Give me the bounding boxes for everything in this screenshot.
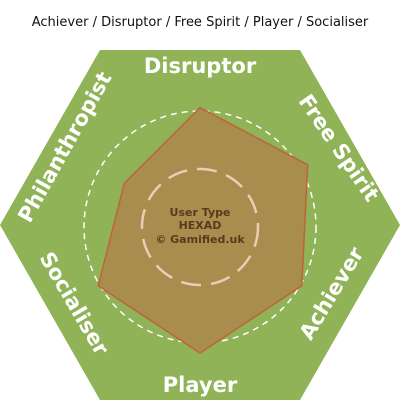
user-score-profile: [97, 106, 309, 354]
outer-dashed-circle: [83, 110, 317, 344]
center-text-line2: HEXAD: [179, 219, 222, 232]
label-disruptor: Disruptor: [144, 54, 257, 78]
page-title: Achiever / Disruptor / Free Spirit / Pla…: [31, 15, 369, 30]
inner-dashed-circle: [140, 167, 260, 287]
label-player: Player: [163, 373, 238, 397]
center-text-line3: © Gamified.uk: [155, 233, 245, 246]
center-text-line1: User Type: [170, 206, 231, 219]
